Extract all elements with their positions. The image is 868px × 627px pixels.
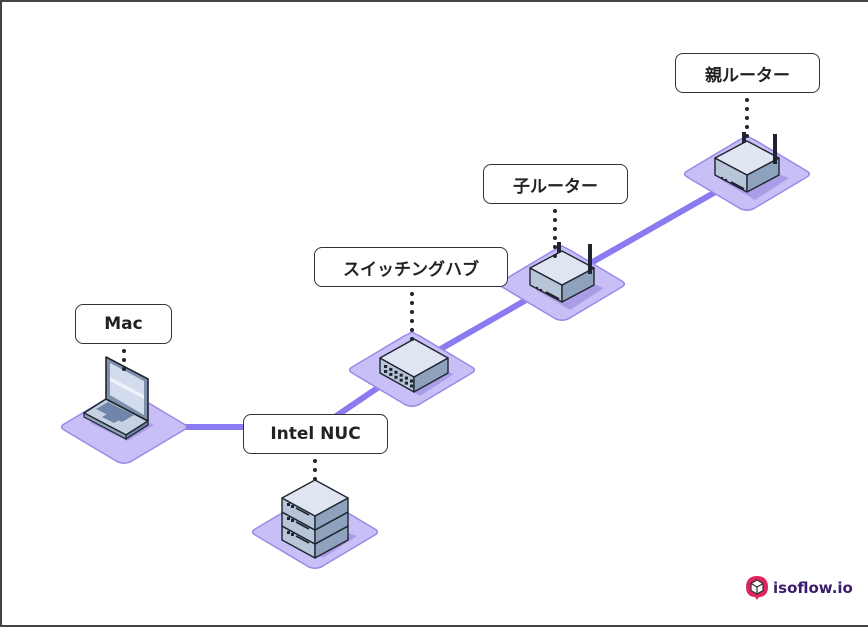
label-parent-router[interactable]: 親ルーター <box>675 53 820 93</box>
leader-mac <box>122 349 126 371</box>
router-icon[interactable] <box>529 242 604 310</box>
devices <box>83 132 789 559</box>
leader-nuc <box>313 459 317 481</box>
switch-icon[interactable] <box>379 338 454 396</box>
label-intel-nuc[interactable]: Intel NUC <box>243 414 388 454</box>
leader-parent-router <box>745 98 749 138</box>
label-mac[interactable]: Mac <box>75 304 172 344</box>
leader-child-router <box>553 209 557 258</box>
label-child-router[interactable]: 子ルーター <box>483 164 628 204</box>
router-icon[interactable] <box>714 132 789 200</box>
isoflow-cube-logo-icon <box>746 576 768 600</box>
label-leaders <box>122 98 749 481</box>
connectors <box>149 171 750 430</box>
server-icon[interactable] <box>281 479 357 559</box>
label-switching-hub[interactable]: スイッチングハブ <box>314 247 508 287</box>
laptop-icon[interactable] <box>83 356 154 441</box>
leader-switch <box>410 292 414 341</box>
isoflow-brand-text: isoflow.io <box>773 579 853 597</box>
isoflow-branding[interactable]: isoflow.io <box>745 575 853 601</box>
